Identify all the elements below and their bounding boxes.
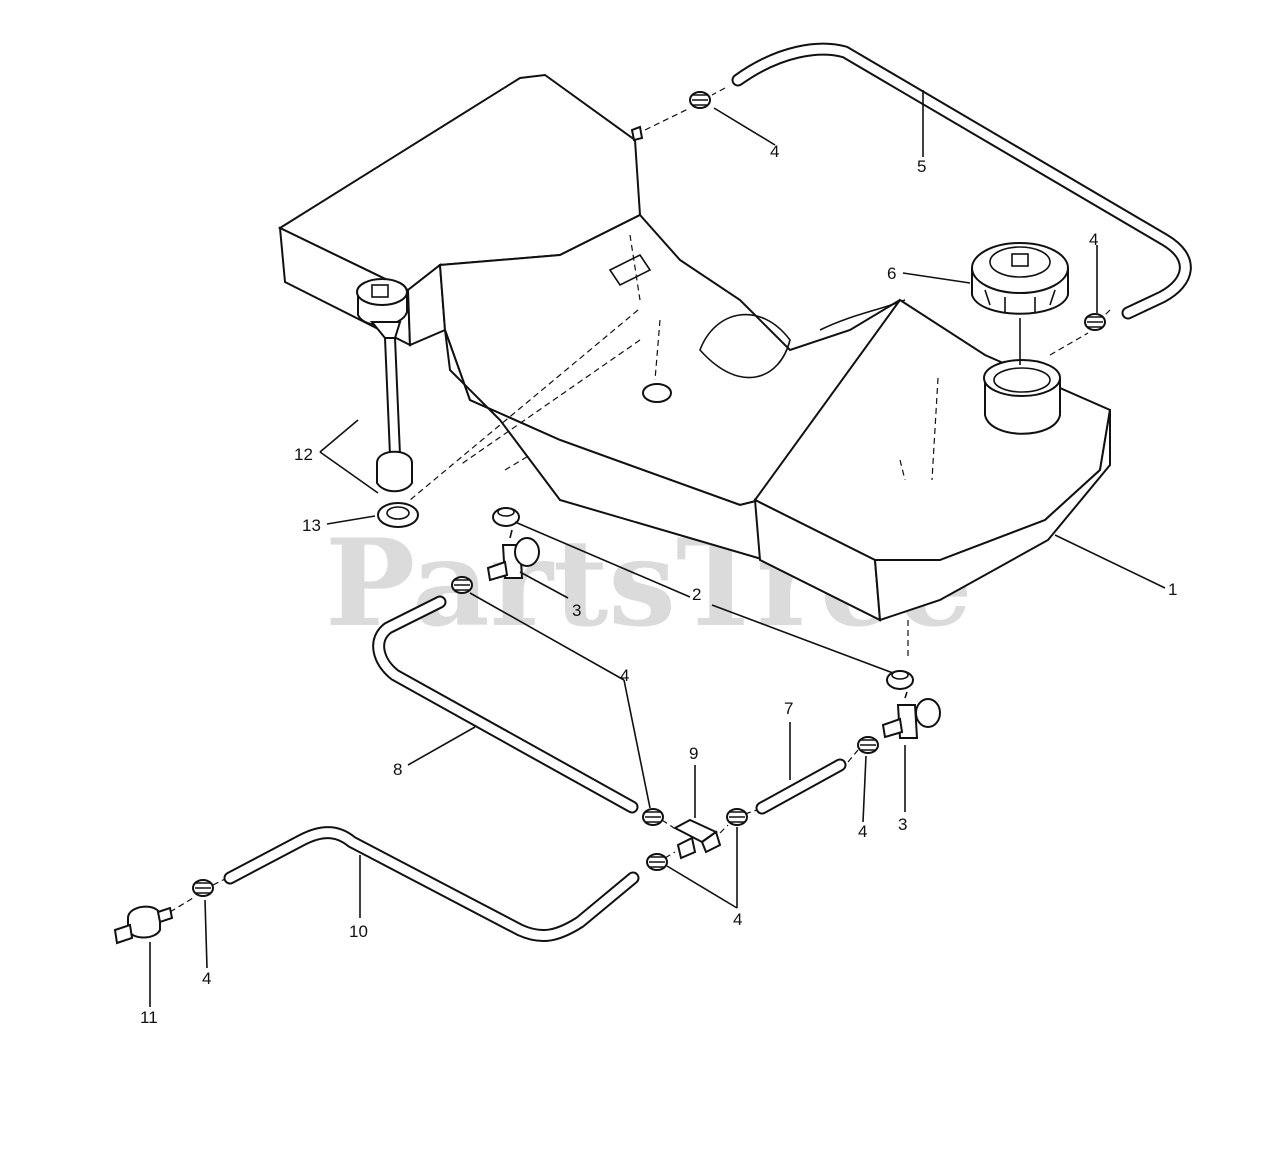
callout-3-right: 3 <box>898 815 907 834</box>
callout-12: 12 <box>294 445 313 464</box>
callout-4-short-hose: 4 <box>858 822 867 841</box>
callout-2: 2 <box>692 585 701 604</box>
leader-lines <box>149 90 1166 1007</box>
hose-clamp-5 <box>726 808 748 826</box>
grommet-upper <box>492 507 520 527</box>
fuel-cap <box>971 242 1069 365</box>
hose-clamp-8 <box>192 879 214 897</box>
callout-3-left: 3 <box>572 601 581 620</box>
fuel-gauge <box>356 278 413 493</box>
alignment-lines <box>169 87 1111 913</box>
callout-11: 11 <box>140 1008 158 1027</box>
callout-4-vent-tank: 4 <box>770 142 779 161</box>
tee-fitting <box>672 818 722 860</box>
callout-5: 5 <box>917 157 926 176</box>
gauge-grommet <box>377 502 419 528</box>
hose-clamp-3 <box>451 576 473 594</box>
hose-clamp-7 <box>646 853 668 871</box>
callout-4-fuel-hose: 4 <box>620 666 629 685</box>
shut-off-valve-right <box>881 691 941 739</box>
callout-4-filter: 4 <box>202 969 211 988</box>
callout-13: 13 <box>302 516 321 535</box>
fuel-tank <box>277 73 1112 660</box>
grommet-lower <box>886 670 914 690</box>
callout-8: 8 <box>393 760 402 779</box>
hose-clamp-2 <box>1084 313 1106 331</box>
fuel-hose <box>372 595 639 814</box>
callout-6: 6 <box>887 264 896 283</box>
vent-hose <box>731 42 1192 320</box>
fuel-hose-short <box>755 758 847 815</box>
callout-10: 10 <box>349 922 368 941</box>
callout-7: 7 <box>784 699 793 718</box>
callouts: 1 2 3 3 4 4 4 4 4 4 5 6 7 8 9 10 11 12 1… <box>140 142 1177 1027</box>
fuel-hose-long <box>223 826 640 942</box>
callout-1: 1 <box>1168 580 1177 599</box>
shut-off-valve-left <box>486 529 540 582</box>
hose-clamp-6 <box>857 736 879 754</box>
hose-clamp-1 <box>689 91 711 109</box>
fuel-filter <box>113 905 174 945</box>
callout-4-vent-right: 4 <box>1089 230 1098 249</box>
callout-9: 9 <box>689 744 698 763</box>
callout-4-tee: 4 <box>733 910 742 929</box>
hose-clamp-4 <box>642 808 664 826</box>
